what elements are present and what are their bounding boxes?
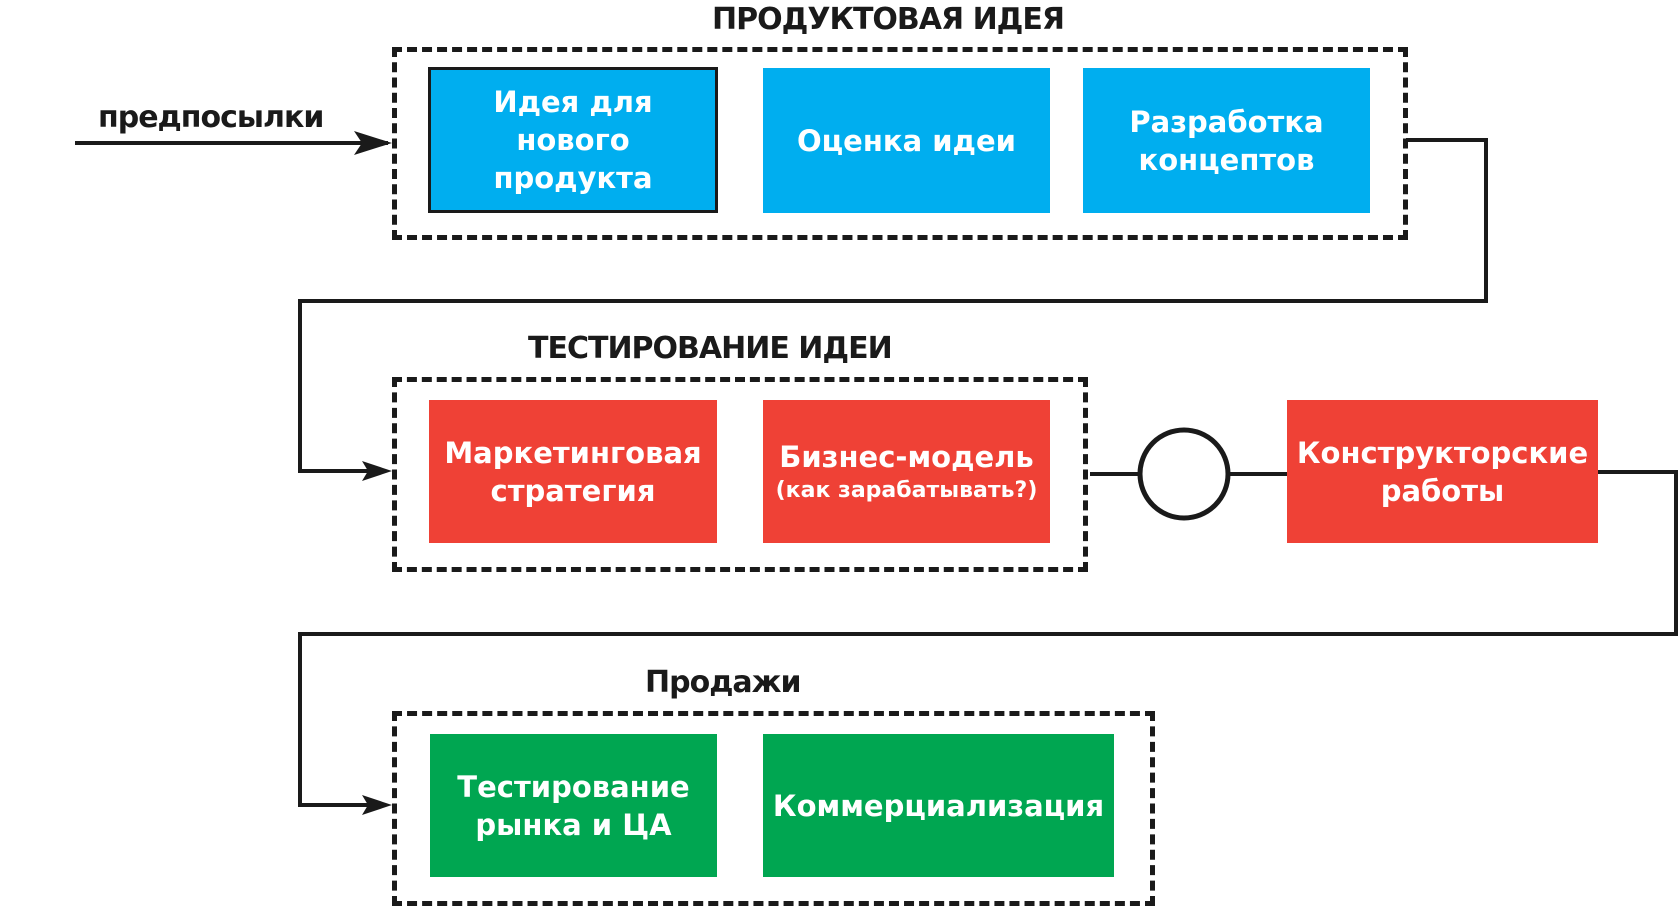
box-label: Бизнес-модель [779,439,1034,474]
box-label: Разработка концептов [1129,104,1324,177]
group-title-idea: ПРОДУКТОВАЯ ИДЕЯ [712,2,1065,37]
box-label: Оценка идеи [797,123,1016,158]
box-engineering: Конструкторские работы [1287,400,1598,543]
box-commercialization: Коммерциализация [763,734,1114,877]
box-idea-evaluation: Оценка идеи [763,68,1050,213]
box-marketing-strategy: Маркетинговая стратегия [429,400,717,543]
group-frame-sales [392,711,1155,906]
box-concept-development: Разработка концептов [1083,68,1370,213]
box-new-product-idea: Идея для нового продукта [428,67,718,213]
box-label: Тестирование рынка и ЦА [457,769,690,842]
connector-engineering-to-sales [298,470,1678,807]
box-label: Идея для нового продукта [493,85,653,195]
box-label: Маркетинговая стратегия [444,435,702,508]
group-title-sales: Продажи [645,665,802,700]
group-title-testing: ТЕСТИРОВАНИЕ ИДЕИ [528,331,893,366]
box-label: Конструкторские работы [1296,435,1589,508]
box-business-model: Бизнес-модель (как зарабатывать?) [763,400,1050,543]
box-label: Коммерциализация [772,788,1105,823]
input-arrowhead [354,131,392,155]
box-market-testing: Тестирование рынка и ЦА [430,734,717,877]
box-sublabel: (как зарабатывать?) [775,477,1038,503]
testing-arrowhead [362,461,392,481]
inputs-label: предпосылки [98,100,324,135]
group-frame-testing [392,377,1088,572]
sales-arrowhead [362,795,392,815]
group-frame-idea [392,47,1408,240]
junction-circle [1137,427,1231,521]
connector-idea-to-testing [298,138,1488,473]
